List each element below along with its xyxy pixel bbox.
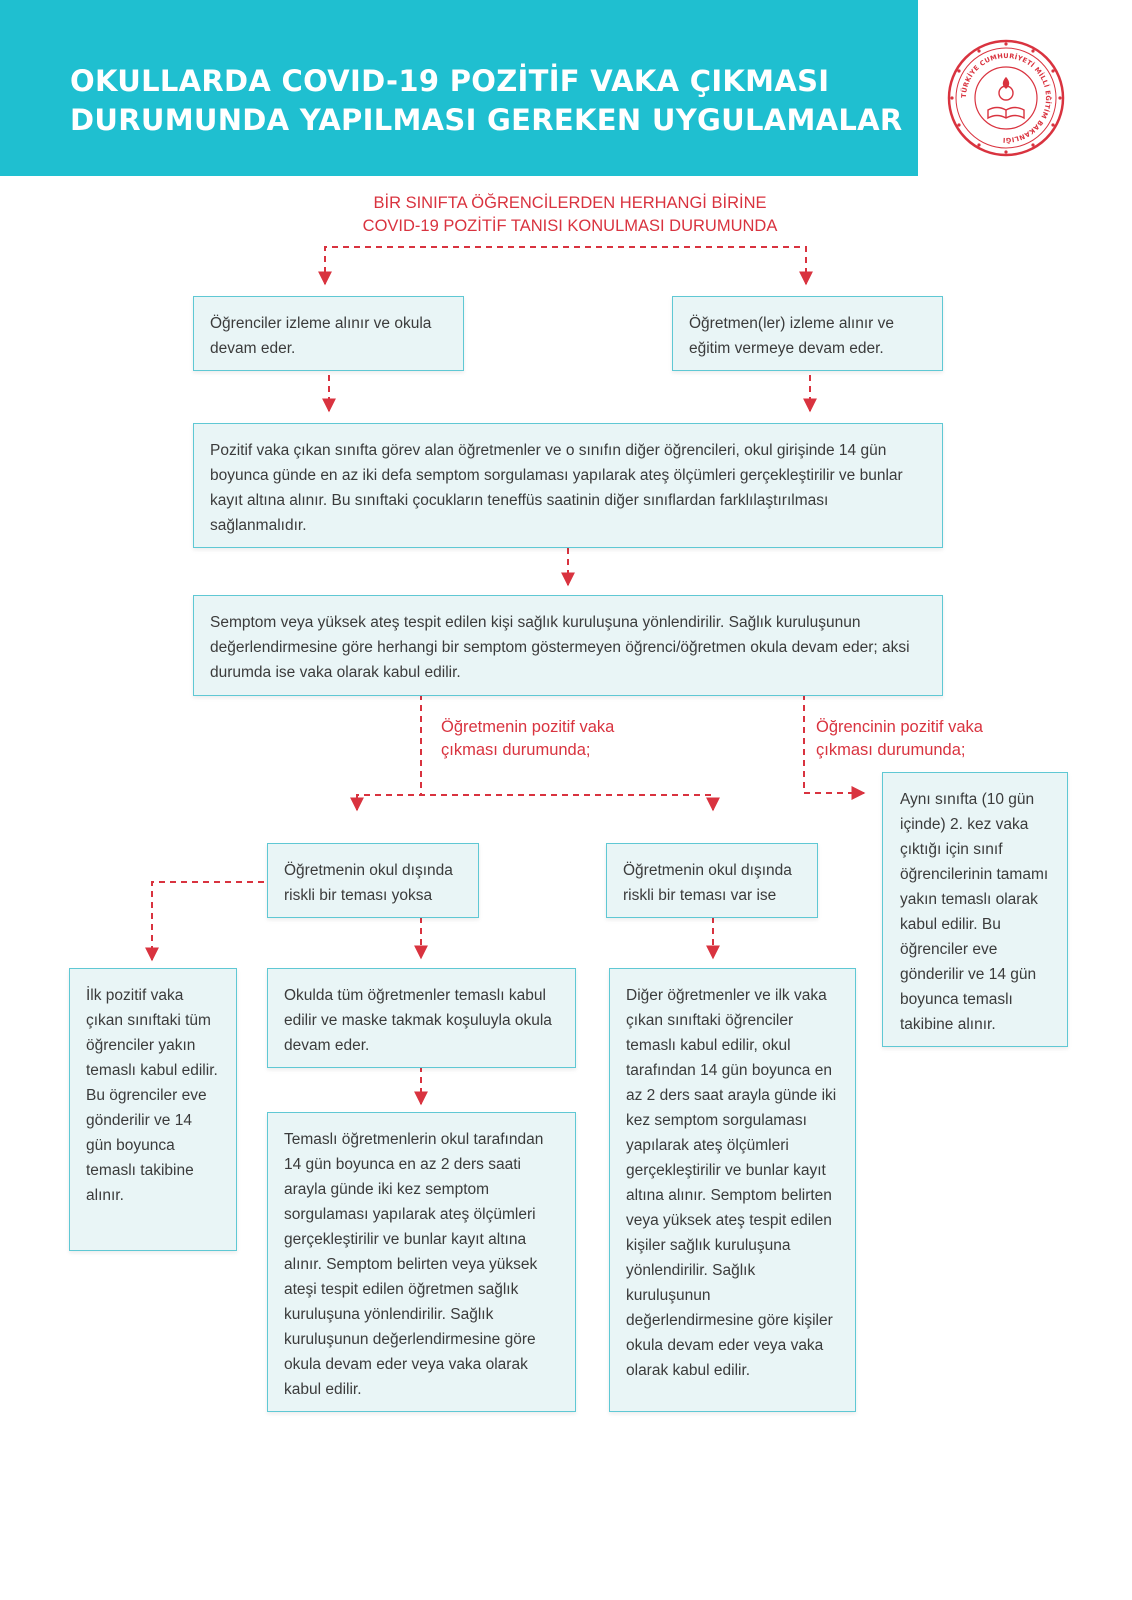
no-outside-contact-box: Öğretmenin okul dışında riskli bir temas… (267, 843, 479, 918)
teacher-positive-branch-label: Öğretmenin pozitif vaka çıkması durumund… (441, 716, 691, 762)
teachers-monitored-box: Öğretmen(ler) izleme alınır ve eğitim ve… (672, 296, 943, 371)
header-banner: OKULLARDA COVID-19 POZİTİF VAKA ÇIKMASI … (0, 0, 918, 176)
class-symptom-check-box: Pozitif vaka çıkan sınıfta görev alan öğ… (193, 423, 943, 548)
ministry-seal-logo: TÜRKİYE CUMHURİYETİ MİLLİ EĞİTİM BAKANLI… (947, 39, 1065, 157)
student-positive-label-line-1: Öğrencinin pozitif vaka (816, 718, 983, 736)
has-outside-contact-box: Öğretmenin okul dışında riskli bir temas… (606, 843, 818, 918)
teacher-positive-label-line-1: Öğretmenin pozitif vaka (441, 718, 615, 736)
title-line-2: DURUMUNDA YAPILMASI GEREKEN UYGULAMALAR (70, 103, 903, 137)
other-teachers-followup-box: Diğer öğretmenler ve ilk vaka çıkan sını… (609, 968, 856, 1412)
title-line-1: OKULLARDA COVID-19 POZİTİF VAKA ÇIKMASI (70, 64, 830, 98)
top-condition-heading: BİR SINIFTA ÖĞRENCİLERDEN HERHANGİ BİRİN… (300, 192, 840, 238)
all-teachers-contact-box: Okulda tüm öğretmenler temaslı kabul edi… (267, 968, 576, 1068)
top-heading-line-1: BİR SINIFTA ÖĞRENCİLERDEN HERHANGİ BİRİN… (373, 194, 767, 212)
star-ring-icon (950, 42, 1062, 154)
contact-teachers-followup-box: Temaslı öğretmenlerin okul tarafından 14… (267, 1112, 576, 1412)
student-second-case-box: Aynı sınıfta (10 gün içinde) 2. kez vaka… (882, 772, 1068, 1047)
student-positive-branch-label: Öğrencinin pozitif vaka çıkması durumund… (816, 716, 1066, 762)
book-torch-icon (987, 76, 1025, 120)
students-monitored-box: Öğrenciler izleme alınır ve okula devam … (193, 296, 464, 371)
symptom-referral-box: Semptom veya yüksek ateş tespit edilen k… (193, 595, 943, 696)
teacher-positive-label-line-2: çıkması durumunda; (441, 741, 591, 759)
top-heading-line-2: COVID-19 POZİTİF TANISI KONULMASI DURUMU… (362, 217, 778, 235)
page-title: OKULLARDA COVID-19 POZİTİF VAKA ÇIKMASI … (70, 62, 903, 140)
first-class-students-box: İlk pozitif vaka çıkan sınıftaki tüm öğr… (69, 968, 237, 1251)
student-positive-label-line-2: çıkması durumunda; (816, 741, 966, 759)
